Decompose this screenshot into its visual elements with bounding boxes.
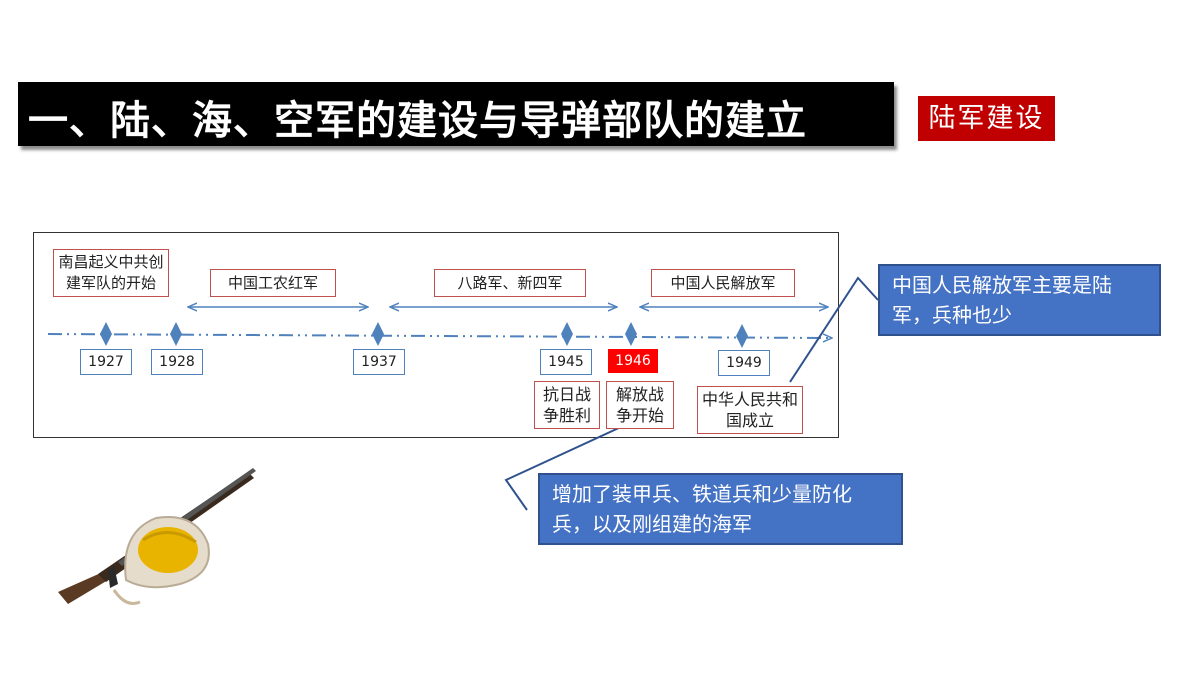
year-1946: 1946 [608,349,658,373]
year-1945: 1945 [540,349,592,375]
diamond-marker-1937 [372,322,384,346]
diamond-marker-1945 [561,322,573,346]
event-nanchang: 南昌起义中共创建军队的开始 [53,249,169,297]
period-label-red-army: 中国工农红军 [210,269,336,297]
event-prc-founding: 中华人民共和国成立 [697,386,803,434]
diamond-marker-1927 [100,322,112,346]
callout-pointer-added [504,419,637,511]
year-1949: 1949 [718,350,770,376]
year-1937: 1937 [353,349,405,375]
diamond-marker-1928 [170,322,182,346]
title-bar: 一、陆、海、空军的建设与导弹部队的建立 [18,82,894,146]
period-label-eighth-route: 八路军、新四军 [434,269,586,297]
year-1928: 1928 [151,349,203,375]
callout-added-branches: 增加了装甲兵、铁道兵和少量防化兵，以及刚组建的海军 [538,473,903,545]
timeline-axis [47,333,832,338]
section-tag: 陆军建设 [918,96,1055,141]
page-title: 一、陆、海、空军的建设与导弹部队的建立 [28,98,807,144]
diamond-marker-1949 [736,324,748,348]
diamond-marker-1946 [625,322,637,346]
callout-pointer-pla [789,276,879,383]
year-1927: 1927 [80,349,132,375]
period-label-pla: 中国人民解放军 [651,269,795,297]
event-liberation-war: 解放战争开始 [606,381,674,429]
event-war-victory: 抗日战争胜利 [534,381,600,429]
callout-pla-army: 中国人民解放军主要是陆军，兵种也少 [878,264,1161,336]
rifle-grain-bag-image [58,468,256,605]
